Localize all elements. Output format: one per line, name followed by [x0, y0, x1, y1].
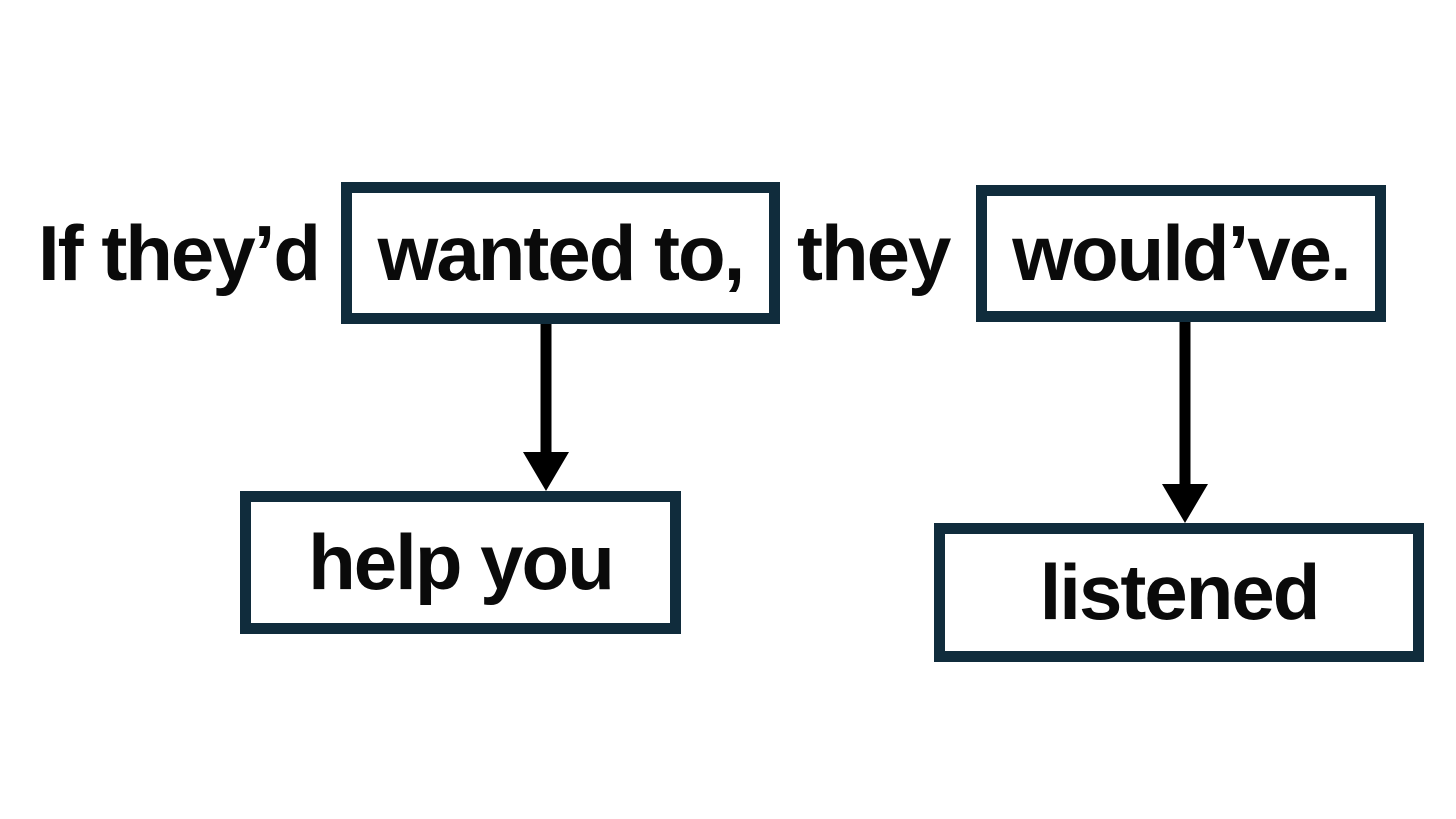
- box-result-substitution: listened: [934, 523, 1424, 662]
- box-result-label: would’ve.: [1012, 209, 1351, 297]
- sentence-prefix-text: If they’d: [38, 208, 321, 297]
- sentence-middle-text: they: [797, 209, 951, 297]
- box-result-substitution-label: listened: [1039, 548, 1321, 636]
- down-arrow-icon: [1162, 322, 1208, 523]
- down-arrow-icon: [523, 324, 569, 491]
- box-condition-substitution: help you: [240, 491, 681, 634]
- box-result-word: would’ve.: [976, 185, 1386, 322]
- box-condition-word: wanted to,: [341, 182, 780, 324]
- box-condition-label: wanted to,: [377, 208, 746, 297]
- box-condition-substitution-label: help you: [308, 518, 615, 606]
